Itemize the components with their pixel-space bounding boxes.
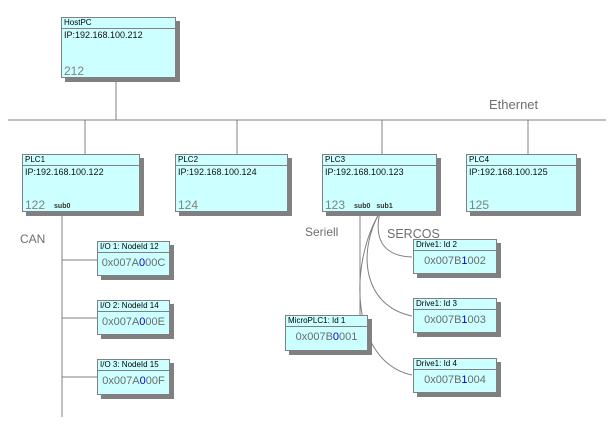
node-title: PLC1 bbox=[23, 155, 139, 166]
node-address: 0x007B1004 bbox=[424, 374, 486, 386]
node-io2[interactable]: I/O 2: NodeId 14 0x007A000E bbox=[97, 300, 170, 335]
node-title: Drive1: Id 3 bbox=[414, 299, 496, 310]
node-address: 0x007B1003 bbox=[424, 314, 486, 326]
node-io3[interactable]: I/O 3: NodeId 15 0x007A000F bbox=[97, 359, 170, 395]
node-title: I/O 3: NodeId 15 bbox=[98, 360, 169, 371]
can-bus-label: CAN bbox=[20, 232, 46, 246]
node-plc3[interactable]: PLC3 IP:192.168.100.123 123 sub0 sub1 bbox=[322, 154, 437, 212]
ethernet-bus-label: Ethernet bbox=[489, 97, 539, 112]
node-hostpc[interactable]: HostPC IP:192.168.100.212 212 bbox=[61, 17, 176, 78]
node-plc4[interactable]: PLC4 IP:192.168.100.125 125 bbox=[466, 154, 577, 212]
node-address: 0x007B1002 bbox=[424, 255, 486, 267]
node-drive-id3[interactable]: Drive1: Id 3 0x007B1003 bbox=[413, 298, 497, 333]
node-ip: IP:192.168.100.125 bbox=[469, 167, 548, 177]
node-ip: IP:192.168.100.123 bbox=[325, 167, 404, 177]
node-drive-id2[interactable]: Drive1: Id 2 0x007B1002 bbox=[413, 239, 497, 274]
node-title: I/O 1: NodeId 12 bbox=[98, 242, 169, 253]
node-title: PLC3 bbox=[323, 155, 436, 166]
node-title: Drive1: Id 4 bbox=[414, 359, 496, 370]
node-microplc[interactable]: MicroPLC1: Id 1 0x007B0001 bbox=[285, 315, 368, 351]
node-number: 212 bbox=[64, 64, 85, 78]
node-address: 0x007B0001 bbox=[295, 331, 358, 343]
sub-port-label: sub0 bbox=[354, 203, 371, 210]
node-ip: IP:192.168.100.212 bbox=[64, 30, 143, 40]
node-drive-id4[interactable]: Drive1: Id 4 0x007B1004 bbox=[413, 358, 497, 393]
node-ip: IP:192.168.100.122 bbox=[25, 167, 104, 177]
node-number: 124 bbox=[178, 198, 199, 212]
node-number: 122 bbox=[25, 198, 46, 212]
seriell-bus-label: Seriell bbox=[305, 225, 339, 239]
node-ip: IP:192.168.100.124 bbox=[178, 167, 257, 177]
sercos-bus-label: SERCOS bbox=[387, 227, 440, 241]
sub-port-label: sub0 bbox=[54, 203, 71, 210]
node-title: Drive1: Id 2 bbox=[414, 240, 496, 251]
node-plc1[interactable]: PLC1 IP:192.168.100.122 122 sub0 bbox=[22, 154, 140, 212]
node-title: I/O 2: NodeId 14 bbox=[98, 301, 169, 312]
node-title: HostPC bbox=[62, 18, 175, 29]
node-io1[interactable]: I/O 1: NodeId 12 0x007A000C bbox=[97, 241, 170, 276]
node-number: 123 bbox=[325, 198, 346, 212]
node-title: PLC4 bbox=[467, 155, 576, 166]
node-plc2[interactable]: PLC2 IP:192.168.100.124 124 bbox=[175, 154, 288, 212]
node-title: MicroPLC1: Id 1 bbox=[286, 316, 367, 327]
node-number: 125 bbox=[469, 198, 490, 212]
sub-port-label: sub1 bbox=[376, 203, 393, 210]
node-address: 0x007A000F bbox=[102, 375, 165, 387]
node-address: 0x007A000E bbox=[101, 316, 165, 328]
node-title: PLC2 bbox=[176, 155, 287, 166]
node-address: 0x007A000C bbox=[101, 257, 166, 269]
